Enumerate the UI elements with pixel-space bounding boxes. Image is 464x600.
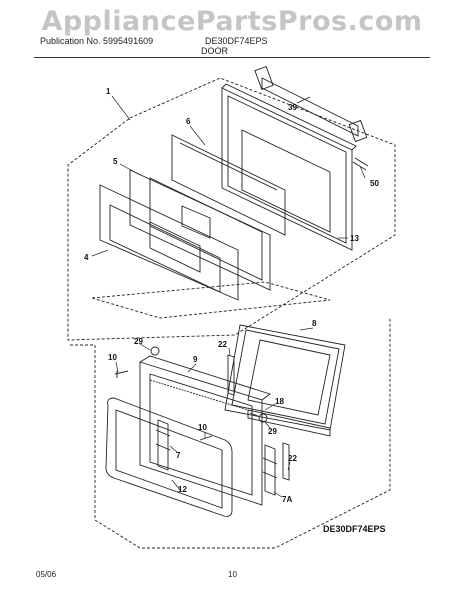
header-rule — [34, 57, 430, 58]
door-gasket — [105, 397, 233, 517]
callout-5: 5 — [113, 157, 118, 166]
inner-door-frame — [99, 184, 239, 301]
slide-cover-upper — [227, 354, 235, 396]
callout-18: 18 — [275, 397, 284, 406]
callout-22-lower: 22 — [288, 454, 297, 463]
assembly-outline-lower — [70, 318, 391, 549]
header-model: DE30DF74EPS — [205, 36, 268, 46]
screw-10-left — [114, 370, 129, 378]
footer-date: 05/06 — [36, 570, 57, 579]
callout-29-upper: 29 — [134, 337, 143, 346]
clip-29-lower — [258, 413, 268, 423]
callout-1: 1 — [106, 87, 111, 96]
callout-12: 12 — [178, 485, 187, 494]
door-insulation — [171, 134, 286, 236]
callout-29-lower: 29 — [268, 427, 277, 436]
callout-7: 7 — [176, 451, 181, 460]
inner-door-panel — [139, 355, 271, 506]
door-handle — [254, 65, 368, 143]
clip-18 — [249, 412, 259, 417]
outer-door-panel — [221, 83, 357, 251]
callout-6-upper: 6 — [186, 117, 191, 126]
diagram-model-code: DE30DF74EPS — [323, 524, 386, 534]
publication-number: Publication No. 5995491609 — [40, 36, 154, 46]
callout-39: 39 — [288, 103, 297, 112]
callout-7a: 7A — [282, 495, 292, 504]
callout-22-upper: 22 — [218, 340, 227, 349]
assembly-outline-upper — [67, 77, 396, 341]
footer-page-number: 10 — [228, 570, 237, 579]
window-pack — [224, 324, 346, 437]
callout-9: 9 — [193, 355, 198, 364]
handle-screw — [352, 157, 369, 171]
door-baffle — [129, 169, 271, 291]
callout-13: 13 — [350, 234, 359, 243]
callout-50: 50 — [370, 179, 379, 188]
callout-8: 8 — [312, 319, 317, 328]
slide-cover-lower — [282, 442, 290, 481]
watermark: AppliancePartsPros.com — [41, 6, 423, 37]
screw-10-center — [199, 435, 213, 441]
clip-29-upper — [150, 346, 160, 356]
callout-4: 4 — [84, 253, 89, 262]
callout-10-left: 10 — [108, 353, 117, 362]
callout-10-center: 10 — [198, 423, 207, 432]
door-hinges — [155, 419, 278, 496]
inner-bay-outline — [91, 281, 331, 319]
section-title: DOOR — [201, 46, 228, 56]
